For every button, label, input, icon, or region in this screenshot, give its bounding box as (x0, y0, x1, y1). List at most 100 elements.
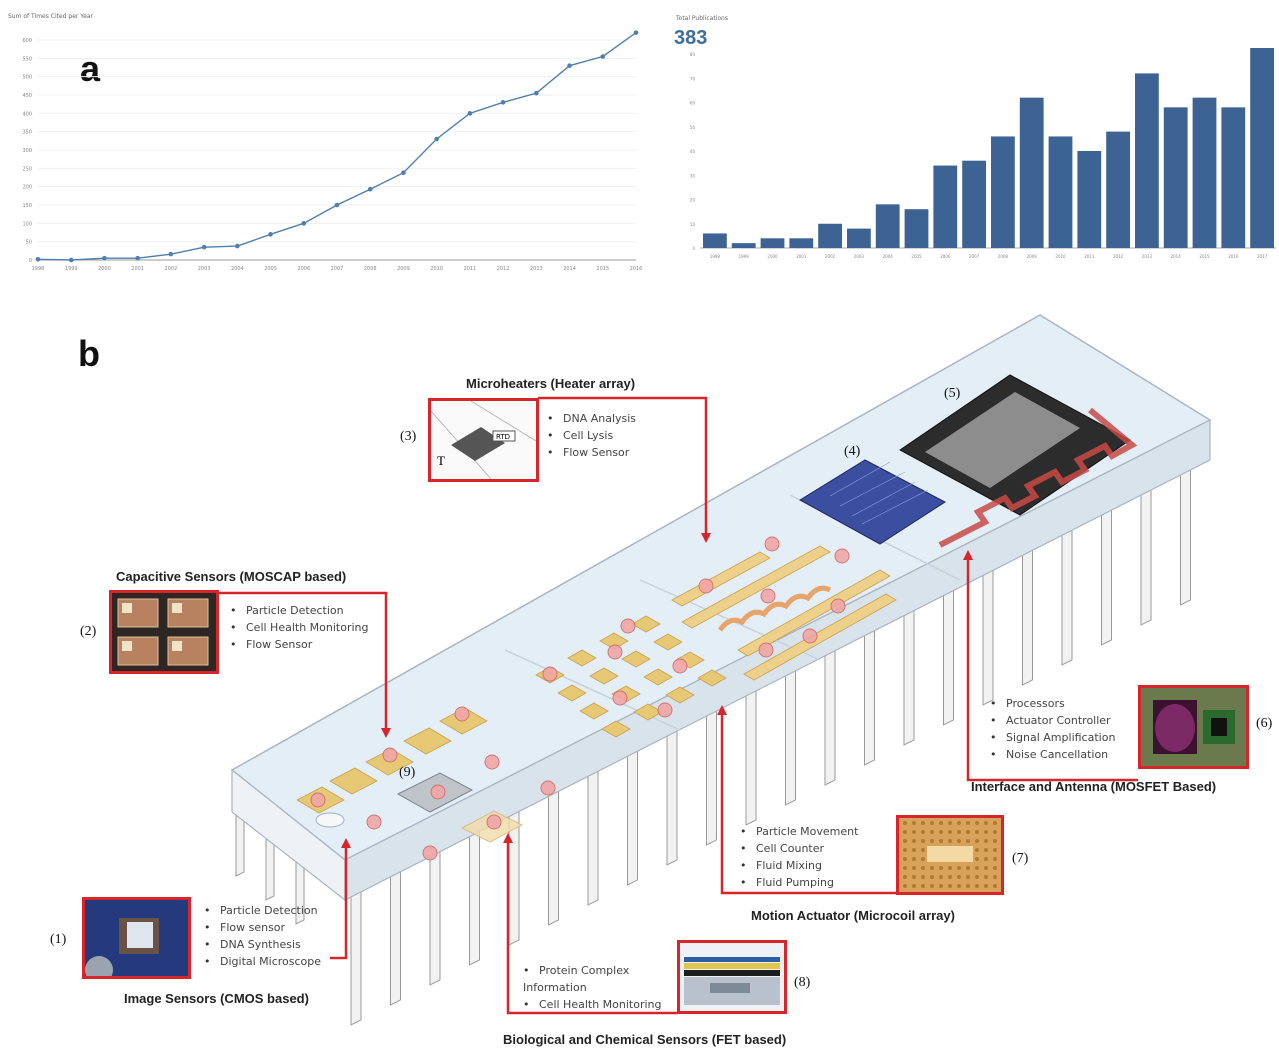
microcoil (975, 821, 979, 825)
x-tick-label: 2007 (331, 266, 344, 272)
x-tick-label: 2006 (940, 254, 951, 259)
microcoil (912, 848, 916, 852)
x-tick-label: 2003 (854, 254, 865, 259)
bar (1192, 97, 1217, 249)
interface-uses: Processors Actuator Controller Signal Am… (990, 695, 1115, 763)
y-tick-label: 550 (22, 56, 32, 62)
microcoil (966, 821, 970, 825)
x-tick-label: 2001 (131, 266, 144, 272)
microcoil (975, 857, 979, 861)
microcoil (948, 875, 952, 879)
microcoil (957, 866, 961, 870)
microcoil (903, 839, 907, 843)
droplet (672, 658, 688, 674)
list-item: DNA Analysis (547, 410, 636, 427)
x-tick-label: 2017 (1257, 254, 1268, 259)
electrode-pad (579, 702, 609, 720)
bio-sensors-title: Biological and Chemical Sensors (FET bas… (503, 1032, 787, 1047)
x-tick-label: 1999 (739, 254, 750, 259)
microcoil (903, 857, 907, 861)
microcoil (930, 875, 934, 879)
data-point (534, 90, 539, 96)
microcoil (975, 839, 979, 843)
microcoil (903, 821, 907, 825)
label-8: (8) (794, 975, 811, 990)
x-tick-label: 2015 (1199, 254, 1210, 259)
list-item: Particle Detection (204, 902, 321, 919)
bar (1250, 48, 1274, 248)
microcoil (921, 857, 925, 861)
data-point (235, 243, 240, 249)
x-tick-label: 2010 (430, 266, 443, 272)
lab-on-chip-illustration (230, 314, 1212, 1026)
y-tick-label: 50 (26, 240, 32, 246)
bar (847, 228, 871, 248)
microcoil (984, 821, 988, 825)
microheater-uses: DNA Analysis Cell Lysis Flow Sensor (547, 410, 636, 461)
x-tick-label: 2012 (1113, 254, 1124, 259)
electrode-pad (621, 650, 651, 668)
microcoil (930, 884, 934, 888)
bar (1077, 151, 1102, 248)
list-item: Signal Amplification (990, 729, 1115, 746)
microheater-diagram: RTD T (428, 398, 539, 482)
image-sensors-title: Image Sensors (CMOS based) (124, 991, 309, 1006)
microcoil (921, 830, 925, 834)
label-5: (5) (944, 386, 961, 401)
y-tick-label: 350 (22, 130, 32, 136)
antenna-trace (938, 407, 1138, 548)
data-point (135, 255, 140, 261)
microcoil (939, 839, 943, 843)
bar (731, 243, 756, 248)
fet-sensor-cross-section (677, 940, 787, 1014)
microcoil (930, 866, 934, 870)
x-tick-label: 2009 (1027, 254, 1038, 259)
microcoil (939, 830, 943, 834)
bio-sensor-uses: Protein Complex Information Cell Health … (523, 962, 673, 1013)
list-item: Particle Detection (230, 602, 369, 619)
x-tick-label: 2014 (1171, 254, 1182, 259)
x-tick-label: 2013 (530, 266, 543, 272)
droplet (382, 747, 398, 763)
list-item: Fluid Mixing (740, 857, 858, 874)
x-tick-label: 2004 (883, 254, 894, 259)
y-tick-label: 250 (22, 166, 32, 172)
y-tick-label: 200 (22, 185, 32, 191)
motion-actuator-title: Motion Actuator (Microcoil array) (751, 908, 955, 923)
microcoil (984, 839, 988, 843)
y-tick-label: 80 (690, 52, 696, 57)
microcoil (939, 821, 943, 825)
y-tick-label: 0 (692, 246, 695, 251)
list-item: Fluid Pumping (740, 874, 858, 891)
microcoil (912, 821, 916, 825)
microcoil (957, 830, 961, 834)
droplet (620, 618, 636, 634)
x-tick-label: 2000 (767, 254, 778, 259)
list-item: Cell Counter (740, 840, 858, 857)
capacitive-sensors-title: Capacitive Sensors (MOSCAP based) (116, 569, 347, 584)
microcoil (912, 866, 916, 870)
microcoil (975, 875, 979, 879)
data-point (401, 170, 406, 176)
interface-title: Interface and Antenna (MOSFET Based) (971, 779, 1217, 794)
x-tick-label: 1998 (32, 266, 45, 272)
microcoil (993, 857, 997, 861)
microcoil (921, 839, 925, 843)
droplet (802, 628, 818, 644)
bar (1221, 107, 1246, 248)
microcoil (903, 848, 907, 852)
microcoil (993, 884, 997, 888)
y-tick-label: 60 (690, 101, 696, 106)
droplet (830, 598, 846, 614)
microcoil (903, 830, 907, 834)
microcoil (966, 866, 970, 870)
x-tick-label: 2010 (1055, 254, 1066, 259)
droplet (310, 792, 326, 808)
label-7: (7) (1012, 851, 1029, 866)
microcoil (993, 830, 997, 834)
y-tick-label: 500 (22, 75, 32, 81)
x-tick-label: 2007 (969, 254, 980, 259)
x-tick-label: 2014 (563, 266, 576, 272)
bar-chart-title: Total Publications (676, 15, 728, 22)
